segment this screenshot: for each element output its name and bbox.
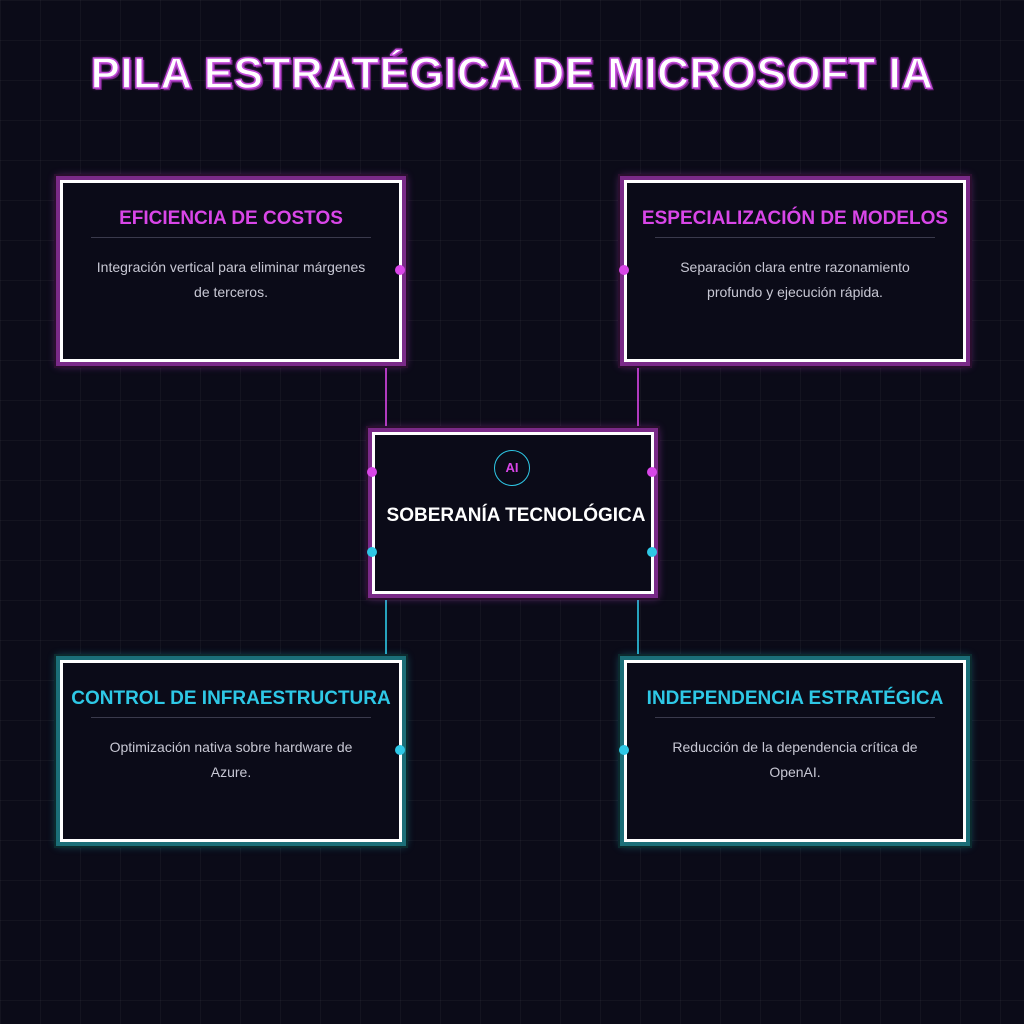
card-description: Separación clara entre razonamiento prof… [680, 259, 910, 300]
card-divider [91, 237, 371, 238]
card-title: INDEPENDENCIA ESTRATÉGICA [646, 688, 944, 709]
card-description: Reducción de la dependencia crítica de O… [672, 739, 918, 780]
card-title: CONTROL DE INFRAESTRUCTURA [71, 688, 391, 709]
card-independencia-estrategica: INDEPENDENCIA ESTRATÉGICA Reducción de l… [624, 660, 966, 842]
card-control-de-infraestructura: CONTROL DE INFRAESTRUCTURA Optimización … [60, 660, 402, 842]
card-divider [655, 717, 935, 718]
card-especializacion-de-modelos: ESPECIALIZACIÓN DE MODELOS Separación cl… [624, 180, 966, 362]
card-title: ESPECIALIZACIÓN DE MODELOS [641, 208, 949, 229]
card-divider [655, 237, 935, 238]
center-node-soberania: AI SOBERANÍA TECNOLÓGICA [372, 432, 654, 594]
card-description: Optimización nativa sobre hardware de Az… [109, 739, 353, 780]
diagram-title: PILA ESTRATÉGICA DE MICROSOFT IA [90, 48, 934, 99]
card-title: EFICIENCIA DE COSTOS [119, 208, 343, 229]
ai-icon: AI [494, 450, 530, 486]
center-title: SOBERANÍA TECNOLÓGICA [386, 505, 646, 526]
card-description: Integración vertical para eliminar márge… [96, 259, 366, 300]
card-divider [91, 717, 371, 718]
card-eficiencia-de-costos: EFICIENCIA DE COSTOS Integración vertica… [60, 180, 402, 362]
